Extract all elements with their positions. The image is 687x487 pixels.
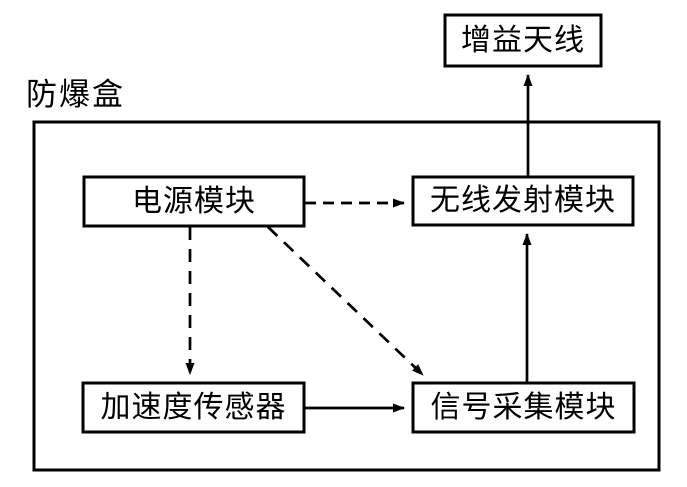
node-accel-sensor-label: 加速度传感器 [100,390,287,424]
power-module-box [82,175,306,228]
enclosure-box [32,120,661,472]
gain-antenna-box [443,13,603,68]
node-wireless-tx-module-label: 无线发射模块 [430,184,616,217]
signal-acq-module-box [411,381,636,434]
edge-power-to-signal-dashed-arrow [267,226,424,376]
wireless-tx-module-box [411,175,635,227]
node-power-module-label: 电源模块 [132,184,256,218]
node-gain-antenna-label: 增益天线 [461,23,585,57]
enclosure-label: 防爆盒 [26,77,125,112]
accel-sensor-box [81,381,306,434]
node-signal-acq-module-label: 信号采集模块 [430,390,617,424]
